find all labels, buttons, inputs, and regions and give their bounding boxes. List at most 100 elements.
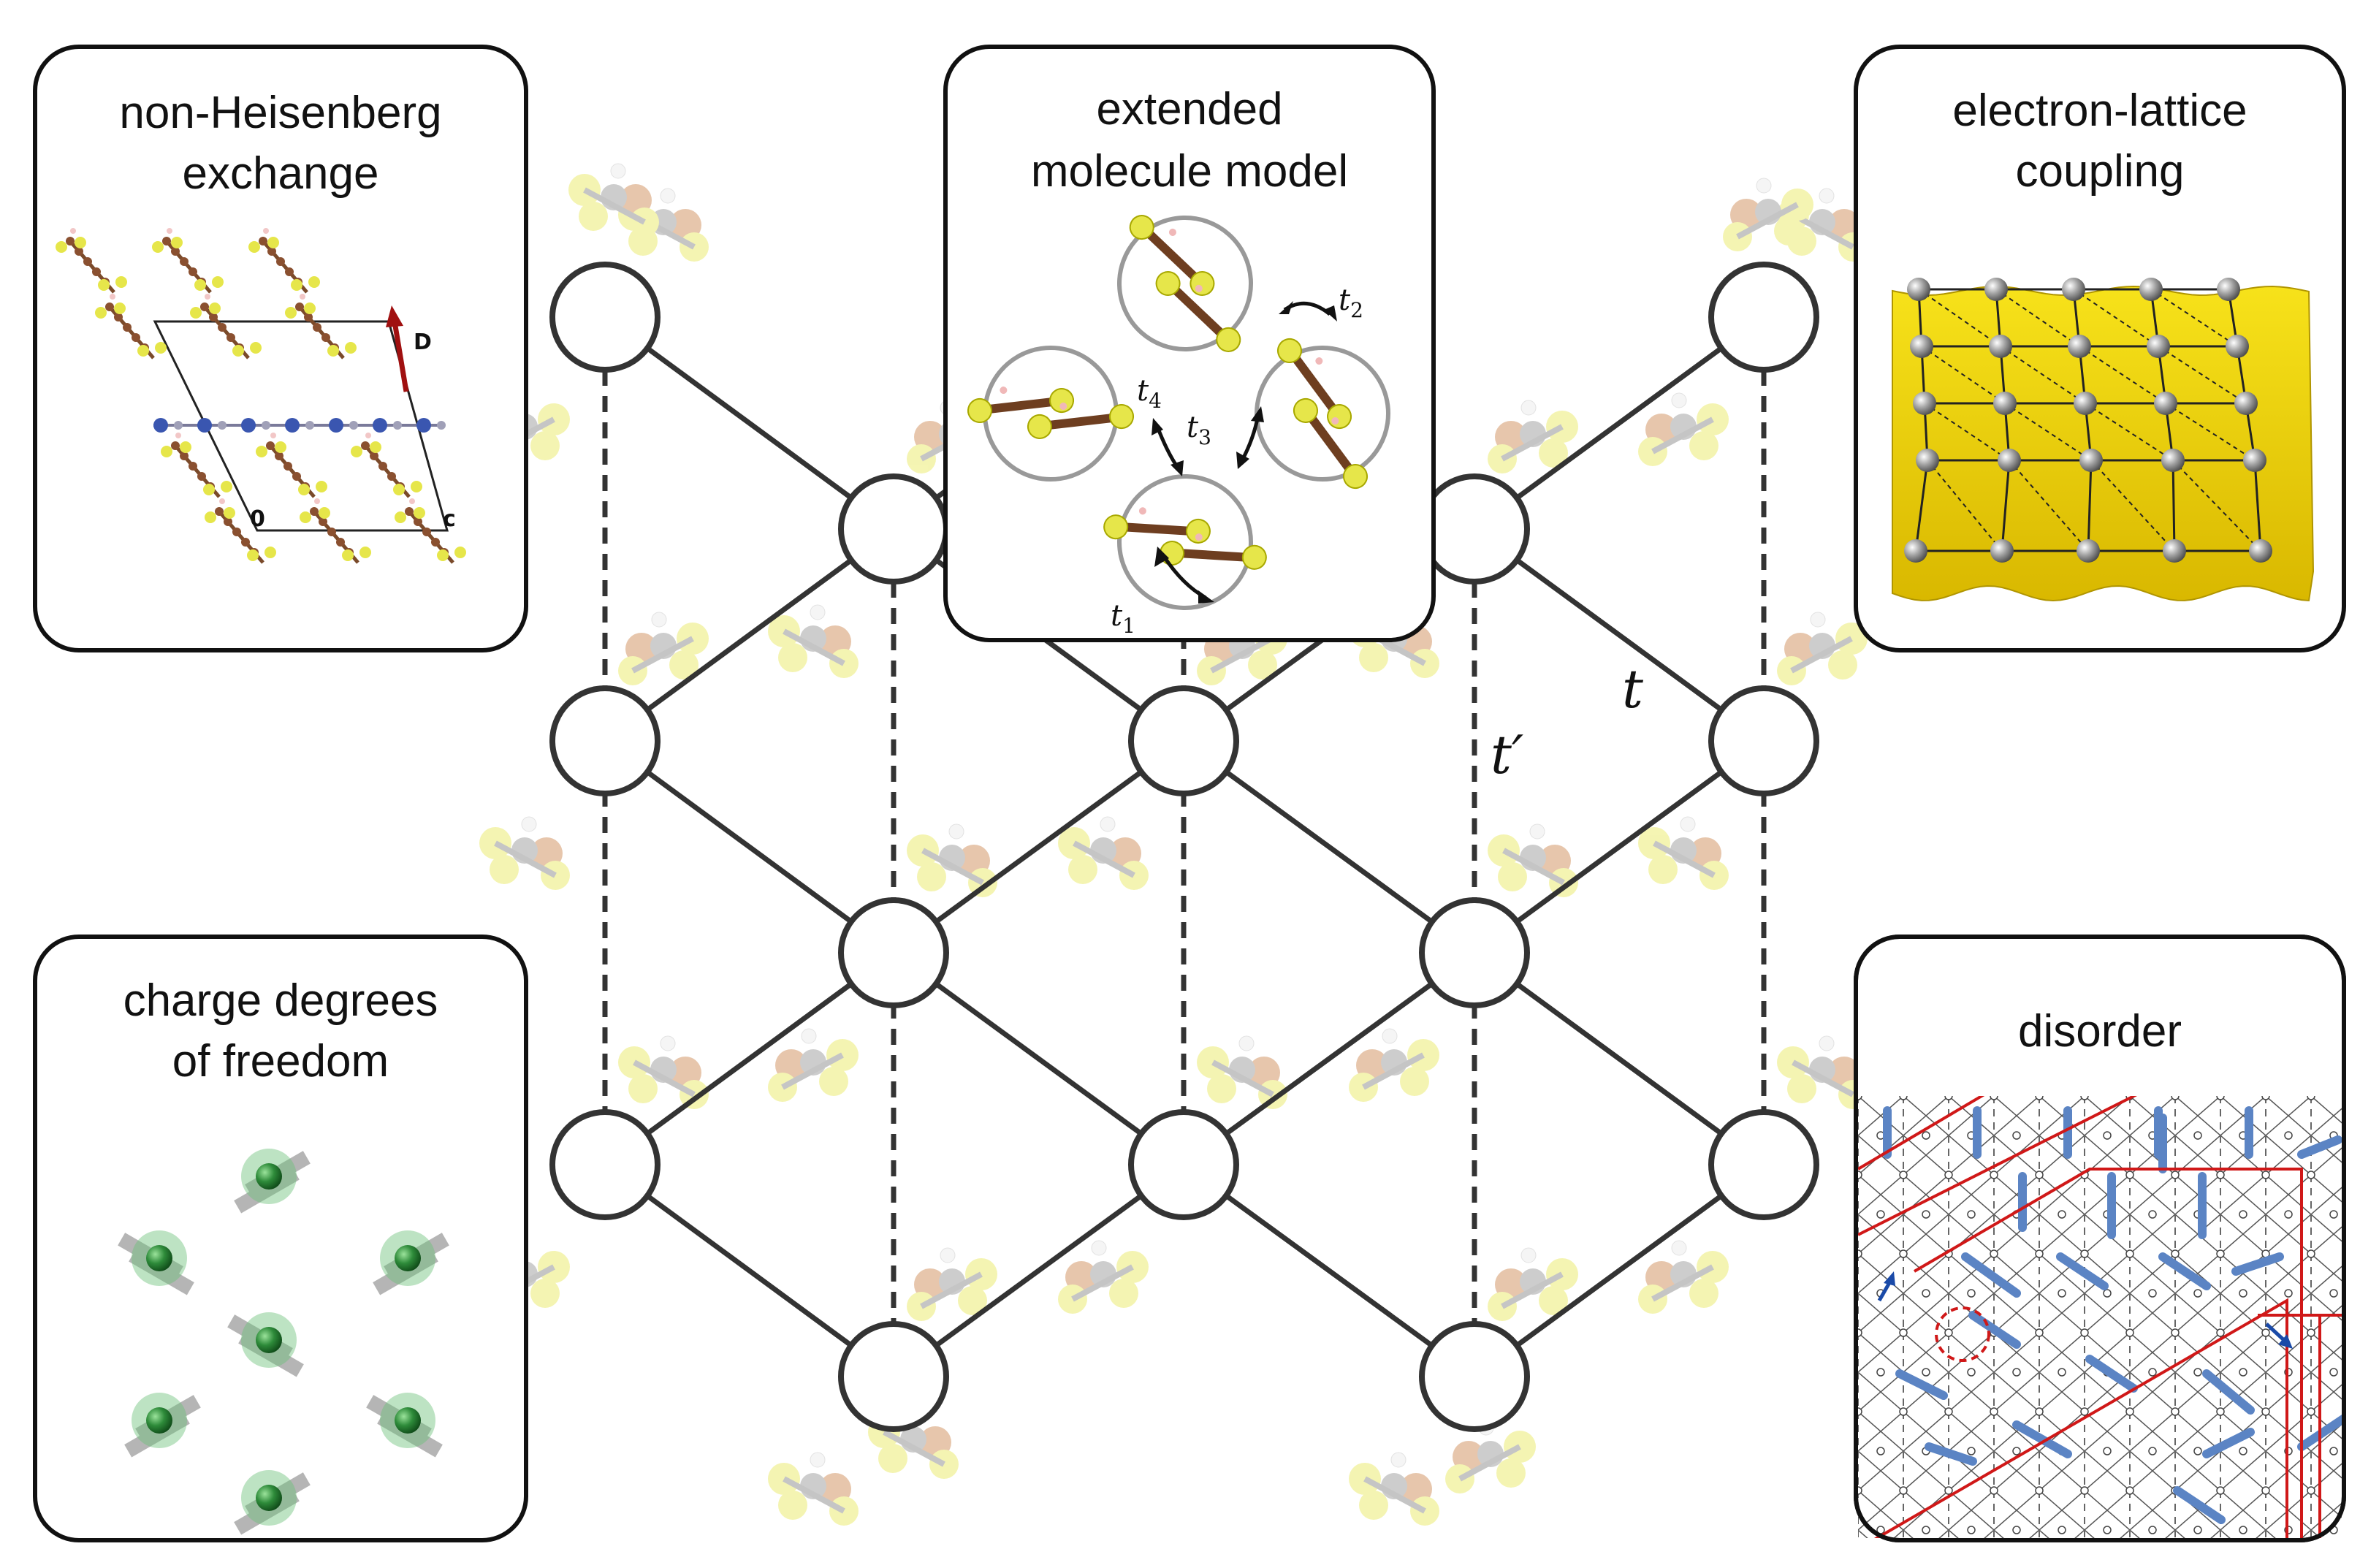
carbon-atom <box>1809 1057 1835 1083</box>
charge-ball <box>395 1245 421 1271</box>
carbon-atom <box>321 333 330 342</box>
carbon-atom <box>431 538 440 547</box>
dimer <box>1117 215 1253 352</box>
organic-molecule <box>256 433 327 498</box>
t3-label: t3 <box>1187 411 1211 449</box>
oxygen-atom <box>914 421 946 453</box>
dimer-bond <box>1968 1311 2021 1349</box>
background-molecule <box>1723 178 1813 251</box>
background-molecule <box>618 612 709 685</box>
charge-site <box>373 1230 449 1295</box>
grid-line <box>2084 1096 2342 1321</box>
carbon-atom <box>1381 1473 1407 1499</box>
anion-atom <box>241 418 256 433</box>
sulfur-atom <box>1349 1073 1378 1102</box>
grid-line <box>1858 1096 2131 1333</box>
sulfur-atom <box>1697 403 1729 435</box>
hydrogen-atom <box>1091 1240 1107 1256</box>
sulfur-orbital <box>1293 397 1318 423</box>
grid-node <box>2058 1368 2066 1377</box>
sulfur-atom <box>327 345 339 357</box>
grid-node <box>1967 1368 1976 1377</box>
oxygen-atom <box>819 1473 851 1505</box>
grid-line <box>2129 1096 2342 1282</box>
diagonal-bond <box>1995 289 2080 347</box>
diagonal-bond <box>2004 403 2092 461</box>
sulfur-atom <box>778 643 807 672</box>
grid-node <box>2148 1210 2157 1219</box>
sulfur-atom <box>1410 1496 1439 1526</box>
sulfur-atom <box>829 1496 859 1526</box>
dimer-bond <box>1961 1252 2021 1298</box>
oxygen-atom <box>1689 837 1721 869</box>
sulfur-atom <box>1488 834 1520 867</box>
grid-node <box>1944 1171 1953 1179</box>
sulfur-atom <box>395 511 406 523</box>
sulfur-orbital <box>1216 327 1241 352</box>
sulfur-atom <box>1546 1258 1578 1290</box>
grid-node <box>2239 1526 2247 1534</box>
sulfur-atom <box>304 302 316 314</box>
carbon-atom <box>327 528 336 536</box>
grid-node <box>2284 1131 2293 1140</box>
sulfur-atom <box>680 232 709 262</box>
domain-wall <box>1873 1298 2288 1538</box>
bond <box>921 848 984 886</box>
sulfur-orbital <box>967 397 992 423</box>
bond <box>494 840 557 878</box>
background-molecule <box>1445 1420 1536 1493</box>
hydrogen-atom <box>1671 392 1687 408</box>
tprime-label: t′ <box>1491 724 1523 785</box>
sulfur-atom <box>907 834 939 867</box>
carbon-atom <box>1381 1049 1407 1076</box>
sulfur-atom <box>264 547 276 558</box>
panel-extended-molecule: extended molecule model t1 t2 t3 t4 <box>943 45 1436 642</box>
sulfur-atom <box>530 431 560 460</box>
charge-site <box>366 1393 443 1458</box>
anion-atom <box>416 418 431 433</box>
grid-node <box>1899 1249 1908 1258</box>
sulfur-atom <box>1777 199 1809 231</box>
sulfur-atom <box>247 549 259 561</box>
carbon-atom <box>304 313 313 321</box>
sulfur-atom <box>1068 855 1097 884</box>
sulfur-atom <box>152 241 164 253</box>
sulfur-atom <box>1400 1067 1429 1096</box>
molecule-slab <box>234 1488 300 1535</box>
hydrogen-atom <box>1000 387 1008 395</box>
sulfur-atom <box>115 276 127 288</box>
hydrogen-atom <box>167 228 172 234</box>
lattice-ion <box>2249 539 2272 563</box>
grid-node <box>2193 1131 2202 1140</box>
panel-frame <box>943 45 1436 642</box>
background-molecule <box>479 816 570 890</box>
lattice-ion <box>1989 335 2012 358</box>
lattice-ion <box>2234 392 2258 415</box>
grid-node <box>2080 1096 2089 1100</box>
sulfur-atom <box>1777 656 1806 685</box>
organic-molecule <box>248 228 320 294</box>
d-vector-label: D <box>414 330 432 355</box>
carbon-atom <box>1520 421 1546 447</box>
carbon-atom <box>1670 1261 1697 1287</box>
carbon-atom <box>361 441 370 450</box>
diagonal-bond <box>1921 346 2006 404</box>
background-molecule <box>618 1035 709 1109</box>
charge-site <box>124 1393 201 1458</box>
background-molecule <box>907 823 997 897</box>
hopping-arrowheads <box>1152 301 1337 604</box>
bond <box>631 636 694 674</box>
sulfur-orbital <box>1185 518 1211 544</box>
molecule-bond <box>1120 522 1194 536</box>
lattice-site <box>1708 685 1819 796</box>
lattice-ion <box>2226 335 2249 358</box>
dimer-bond <box>2231 1252 2284 1276</box>
sulfur-atom <box>267 237 279 248</box>
grid-node <box>2239 1289 2247 1298</box>
bond <box>1458 1444 1521 1482</box>
lattice-site <box>549 1109 661 1220</box>
sulfur-orbital <box>1103 514 1129 540</box>
lattice-site <box>549 262 661 373</box>
background-molecule <box>907 1247 997 1321</box>
oxygen-atom <box>1356 1049 1388 1081</box>
